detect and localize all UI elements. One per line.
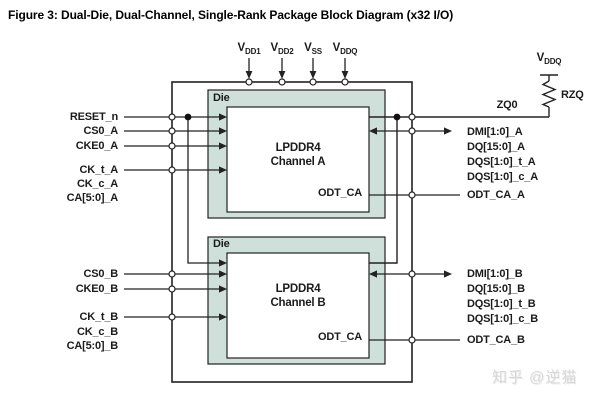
channel-b-box <box>226 252 370 359</box>
package-outline <box>171 81 413 383</box>
pin-label-vdd1: VDD1 <box>238 42 261 58</box>
zq-junction-dot <box>393 113 401 121</box>
signal-label-cke0-a: CKE0_A <box>75 140 118 152</box>
signal-label-dqs-c-a: DQS[1:0]_c_A <box>467 171 538 183</box>
vss-base: V <box>304 42 312 54</box>
signal-label-dq-a: DQ[15:0]_A <box>467 141 525 153</box>
signal-label-dq-b: DQ[15:0]_B <box>467 283 525 295</box>
channel-b-odt-label: ODT_CA <box>317 331 362 343</box>
channel-a-box <box>226 106 370 213</box>
reset-branch-line <box>187 117 220 264</box>
signal-label-dmi-b: DMI[1:0]_B <box>467 268 523 280</box>
signal-label-cke0-b: CKE0_B <box>75 283 118 295</box>
input-arrowheads <box>219 113 227 321</box>
vdd1-base: V <box>237 42 246 54</box>
pin-label-vdd2: VDD2 <box>271 42 294 58</box>
junction-dots <box>184 113 401 121</box>
channel-a-line1: LPDDR4 <box>275 142 321 154</box>
package-pin-circles <box>168 78 416 344</box>
vdd2-base: V <box>270 42 279 54</box>
channel-b-line2: Channel B <box>270 297 326 309</box>
rzq-resistor-symbol <box>541 80 557 108</box>
channel-a-line2: Channel A <box>270 156 326 168</box>
channel-b-line1: LPDDR4 <box>275 283 321 295</box>
signal-label-ck-c-b: CK_c_B <box>77 326 118 338</box>
signal-label-dqs-t-b: DQS[1:0]_t_B <box>467 298 536 310</box>
signal-label-cs0-b: CS0_B <box>83 268 119 280</box>
signal-label-reset-n: RESET_n <box>69 111 118 123</box>
power-pin-arrows <box>248 58 346 72</box>
vddq-base: V <box>332 42 341 54</box>
zq-network <box>369 74 558 264</box>
zq-supply-label: VDDQ <box>537 52 562 68</box>
signal-label-cs0-a: CS0_A <box>83 125 119 137</box>
rzq-label: RZQ <box>561 89 584 101</box>
signal-label-dqs-c-b: DQS[1:0]_c_B <box>467 313 538 325</box>
signal-label-ck-t-b: CK_t_B <box>79 311 118 323</box>
dq-bus-arrowheads <box>369 127 452 278</box>
signal-label-ck-t-a: CK_t_A <box>79 164 118 176</box>
signal-label-dmi-a: DMI[1:0]_A <box>467 126 523 138</box>
die-b-label: Die <box>213 238 230 250</box>
zhihu-watermark: 知乎 @逆猫 <box>492 369 578 386</box>
vddq-sub: DDQ <box>340 47 358 56</box>
channel-a-text: LPDDR4 Channel A <box>227 141 369 169</box>
reset-junction-dot <box>184 113 192 121</box>
die-a-label: Die <box>213 92 230 104</box>
power-pin-arrowheads <box>245 71 349 79</box>
vdd2-sub: DD2 <box>278 47 294 56</box>
zq-supply-base: V <box>536 52 545 64</box>
vss-sub: SS <box>311 47 322 56</box>
zq-supply-sub: DDQ <box>544 57 562 66</box>
signal-label-ca-b: CA[5:0]_B <box>66 340 119 352</box>
pin-label-vss: VSS <box>304 42 322 58</box>
signal-label-odt-ca-b: ODT_CA_B <box>467 334 525 346</box>
channel-a-odt-label: ODT_CA <box>317 187 362 199</box>
figure-title: Figure 3: Dual-Die, Dual-Channel, Single… <box>8 8 454 22</box>
vdd1-sub: DD1 <box>245 47 261 56</box>
channel-b-text: LPDDR4 Channel B <box>227 282 369 310</box>
pin-label-vddq: VDDQ <box>333 42 358 58</box>
signal-label-dqs-t-a: DQS[1:0]_t_A <box>467 156 536 168</box>
signal-label-ck-c-a: CK_c_A <box>77 178 118 190</box>
signal-label-ca-a: CA[5:0]_A <box>66 192 119 204</box>
signal-label-odt-ca-a: ODT_CA_A <box>467 189 525 201</box>
zq0-label: ZQ0 <box>496 99 518 111</box>
